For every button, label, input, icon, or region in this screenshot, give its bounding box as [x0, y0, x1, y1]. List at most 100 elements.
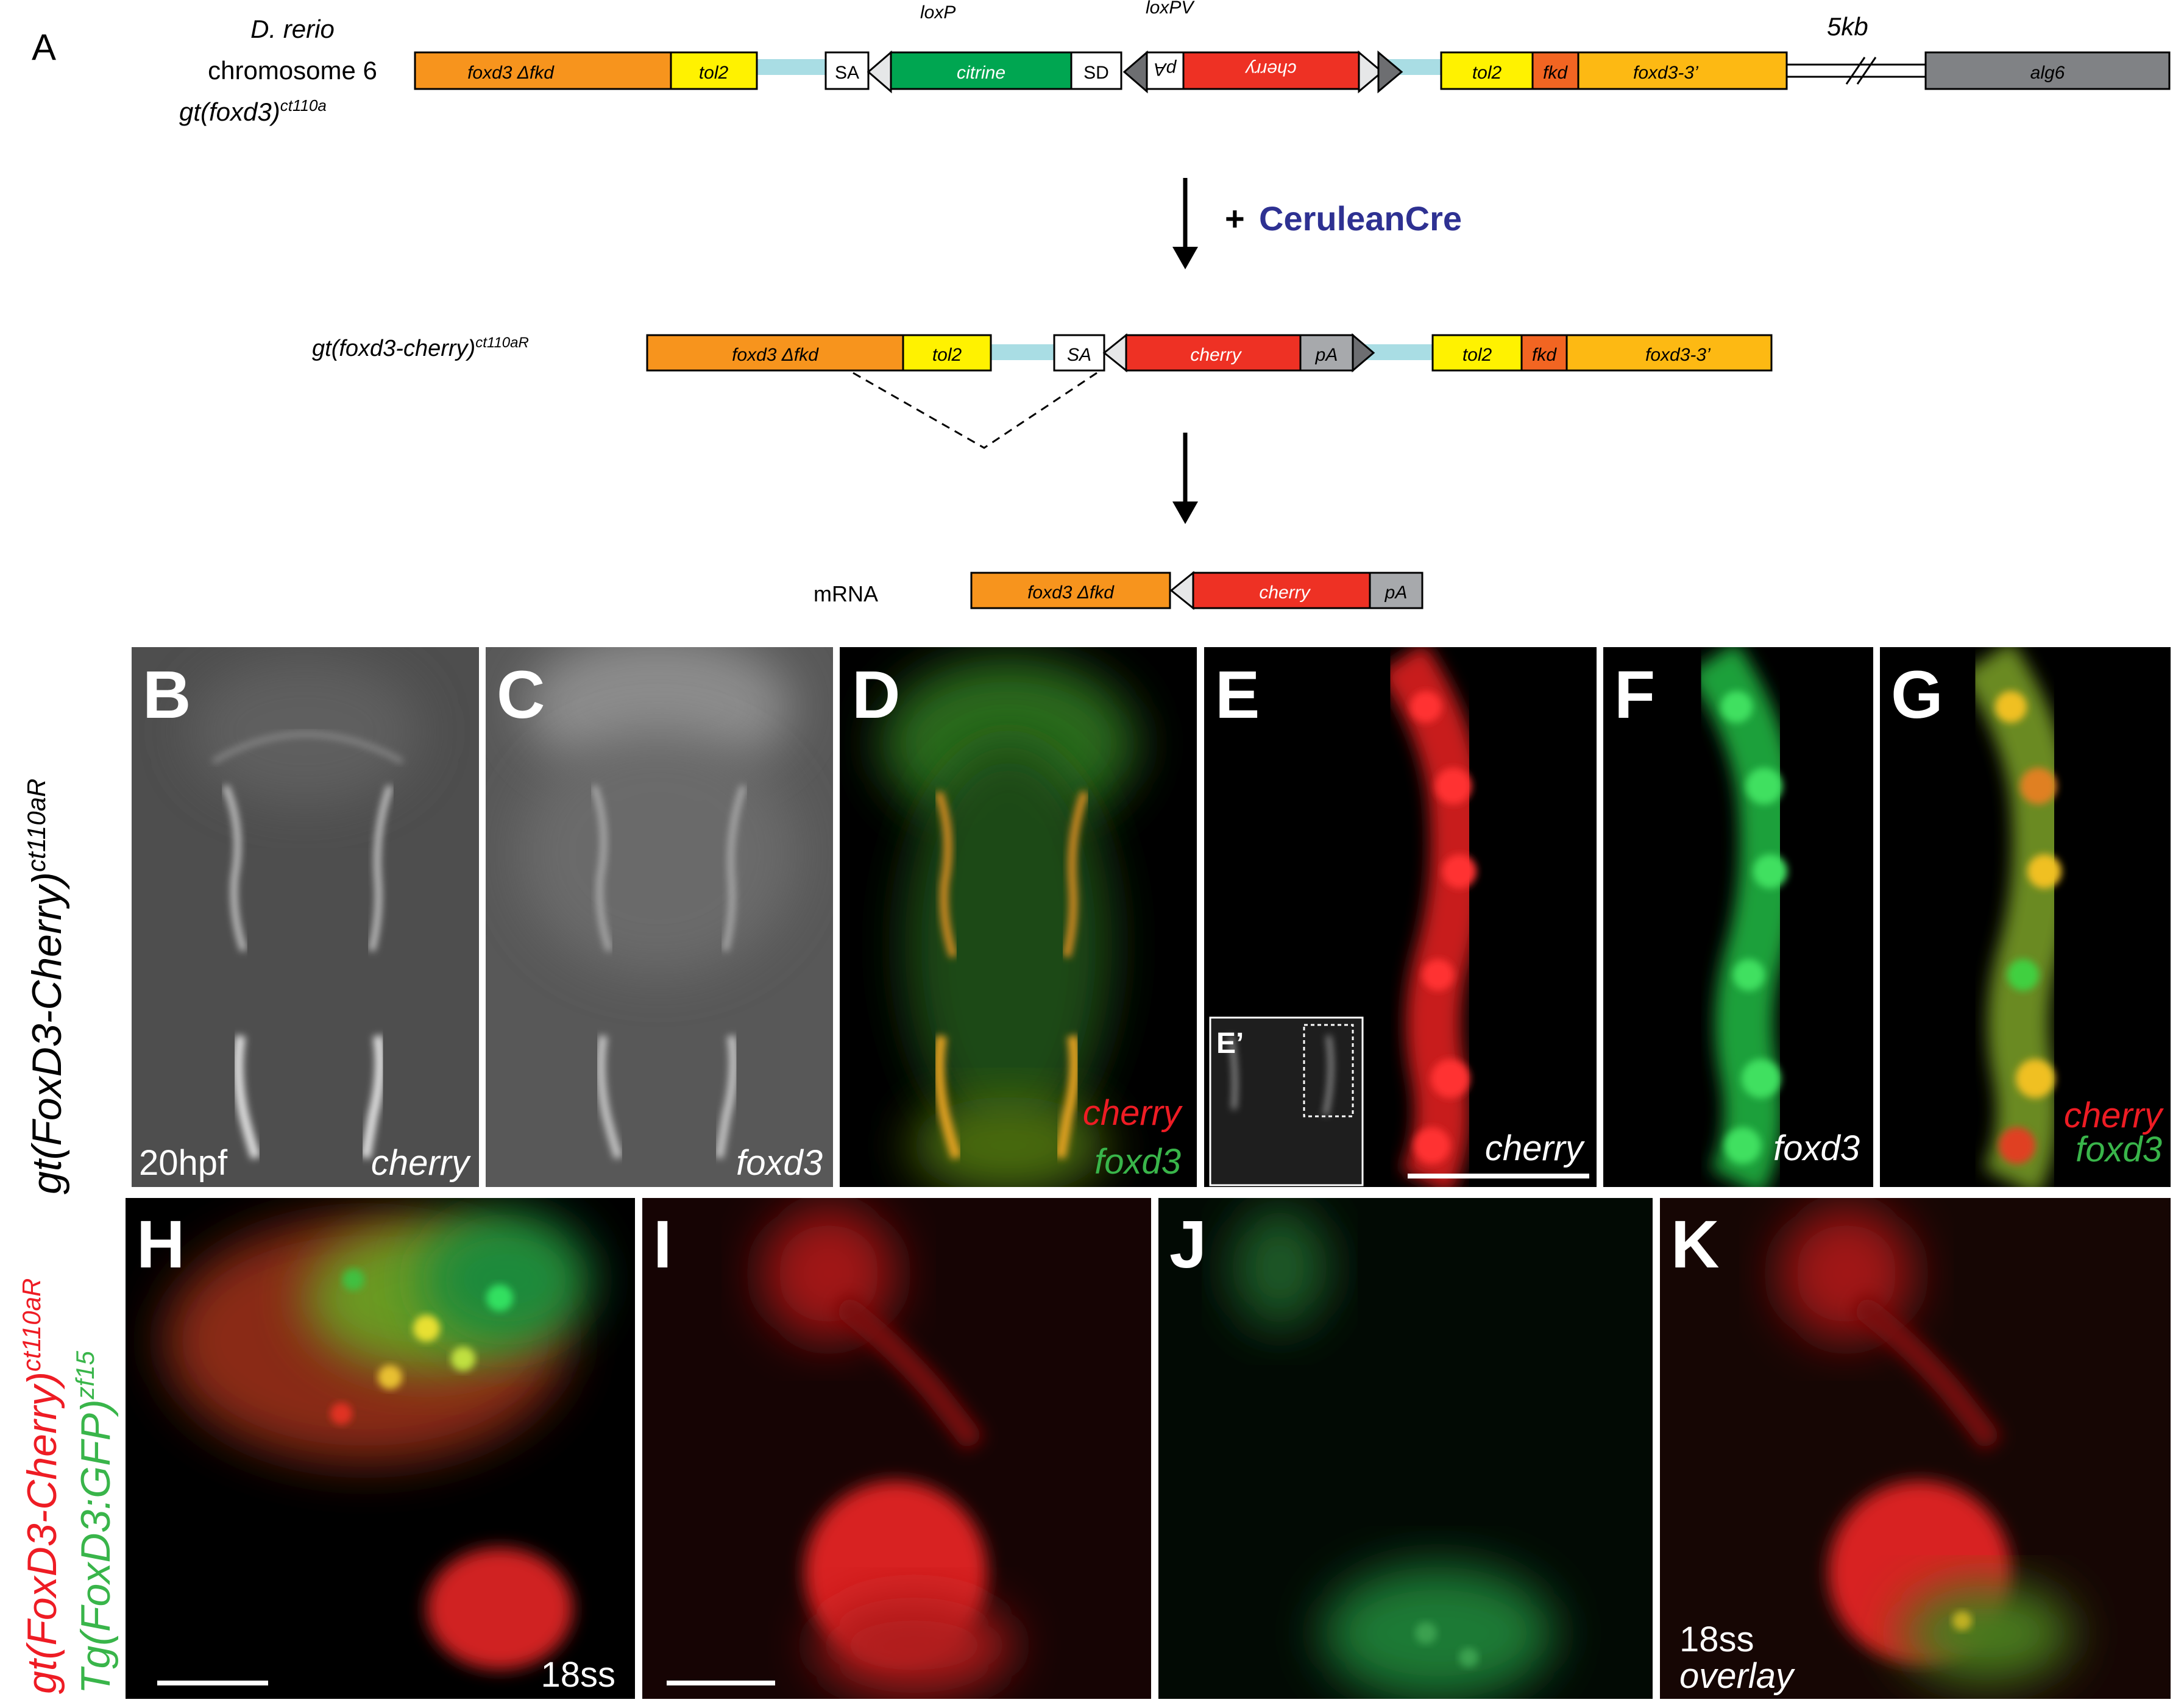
- tol2-label-left: tol2: [699, 63, 729, 83]
- alg6-box: [1924, 51, 2171, 90]
- loxpv-arrow-left: [1122, 50, 1148, 94]
- foxd3-3prime-box: [1577, 51, 1788, 90]
- loxp-label: loxP: [920, 2, 956, 23]
- foxd3-3prime-box-row2: [1565, 334, 1773, 372]
- row-hk-red-genotype-label: gt(FoxD3-Cherry)ct110aR: [17, 1278, 65, 1694]
- cre-plus: +: [1225, 199, 1245, 238]
- chromosome-label: chromosome 6: [208, 56, 377, 85]
- citrine-box: [890, 51, 1072, 90]
- panel-k-letter: K: [1671, 1207, 1719, 1282]
- panel-j-letter: J: [1169, 1207, 1207, 1282]
- panel-k-stage: 18ss: [1679, 1620, 1754, 1659]
- fkd-label-row2: fkd: [1532, 345, 1557, 365]
- foxd3-3prime-label: foxd3-3’: [1633, 63, 1699, 83]
- panel-d-image: [840, 647, 1197, 1187]
- pa-box-row2: [1299, 334, 1354, 372]
- cherry-label-row2: cherry: [1190, 345, 1242, 365]
- foxd3-dfkd-box-mrna: [970, 572, 1171, 609]
- lox-arrow-right-row2: [1352, 333, 1375, 373]
- panel-c-channel: foxd3: [736, 1143, 823, 1183]
- tol2-box-left-row2: [902, 334, 992, 372]
- pa-box-flipped: [1146, 51, 1185, 90]
- species-name: D. rerio: [250, 15, 335, 43]
- foxd3-3prime-label-row2: foxd3-3’: [1645, 345, 1711, 365]
- lox-arrow-row2: [1102, 333, 1127, 373]
- panel-f-letter: F: [1614, 657, 1655, 732]
- tol2-label-left-row2: tol2: [932, 345, 962, 365]
- arrow-1-head: [1172, 247, 1198, 269]
- loxpv-arrow-right: [1377, 50, 1403, 94]
- construct-row2: foxd3 Δfkd tol2 SA cherry pA tol2 fkd fo…: [646, 333, 1773, 449]
- panel-g-letter: G: [1891, 657, 1943, 732]
- panel-h-stage: 18ss: [541, 1655, 615, 1695]
- mrna-label: mRNA: [814, 581, 878, 606]
- panel-e-inset-box: [1303, 1024, 1354, 1118]
- cherry-label-mrna: cherry: [1259, 583, 1311, 603]
- panel-c-image: [486, 647, 833, 1187]
- panel-i-letter: I: [653, 1207, 672, 1282]
- foxd3-dfkd-label-row2: foxd3 Δfkd: [732, 345, 819, 365]
- row-hk-green-genotype-label: Tg(FoxD3:GFP)zf15: [71, 1350, 119, 1694]
- allele-label-row1: gt(foxd3)ct110a: [179, 96, 327, 126]
- sa-box: [824, 51, 870, 90]
- cre-name: CeruleanCre: [1259, 199, 1462, 238]
- loxp-arrow-right: [1358, 50, 1384, 94]
- panel-a-letter: A: [32, 27, 56, 68]
- panel-d-letter: D: [852, 657, 900, 732]
- pa-box-mrna: [1369, 572, 1424, 609]
- panel-e-letter: E: [1215, 657, 1260, 732]
- pa-label-row2: pA: [1315, 345, 1338, 365]
- pa-label-flipped: pA: [1154, 59, 1177, 79]
- panel-b-letter: B: [143, 657, 191, 732]
- pa-label-mrna: pA: [1384, 583, 1408, 603]
- sa-label: SA: [835, 63, 859, 83]
- citrine-label: citrine: [957, 63, 1005, 83]
- lox-arrow-mrna: [1169, 570, 1194, 611]
- foxd3-dfkd-box-row2: [646, 334, 904, 372]
- cherry-label-flipped: cherry: [1244, 59, 1296, 79]
- panel-e-inset-letter: E’: [1216, 1027, 1244, 1060]
- panel-i-image: [642, 1198, 1151, 1699]
- panel-g-image: [1880, 647, 2171, 1187]
- row-bg-genotype-label: gt(FoxD3-Cherry)ct110aR: [22, 779, 70, 1194]
- alg6-label: alg6: [2030, 63, 2065, 83]
- loxp-arrow: [867, 50, 892, 94]
- panel-c-letter: C: [497, 657, 545, 732]
- panel-d-channel-green: foxd3: [1094, 1142, 1181, 1182]
- panel-f-image: [1603, 647, 1873, 1187]
- panel-k-image: [1660, 1198, 2171, 1699]
- tol2-box-left: [670, 51, 758, 90]
- tol2-box-right-row2: [1431, 334, 1523, 372]
- gap-break-2: [1856, 57, 1877, 85]
- panel-j-image: [1158, 1198, 1653, 1699]
- panel-h-image: [126, 1198, 635, 1699]
- arrow-2-head: [1172, 501, 1198, 524]
- foxd3-dfkd-label: foxd3 Δfkd: [467, 63, 555, 83]
- foxd3-dfkd-label-mrna: foxd3 Δfkd: [1027, 583, 1115, 603]
- panel-g-channel-red: cherry: [2064, 1096, 2164, 1135]
- fkd-label: fkd: [1543, 63, 1568, 83]
- panel-b-stage: 20hpf: [139, 1143, 228, 1183]
- tol2-label-right: tol2: [1472, 63, 1502, 83]
- tol2-label-right-row2: tol2: [1462, 345, 1492, 365]
- cherry-box-mrna: [1192, 572, 1371, 609]
- allele-label-row2: gt(foxd3-cherry)ct110aR: [312, 335, 529, 361]
- gap-5kb-label: 5kb: [1827, 12, 1868, 41]
- sa-box-row2: [1053, 334, 1105, 372]
- panel-k-overlay: overlay: [1679, 1656, 1795, 1696]
- panel-b-image: [132, 647, 479, 1187]
- panel-b-channel: cherry: [371, 1143, 471, 1183]
- panel-g-channel-green: foxd3: [2076, 1130, 2162, 1169]
- construct-row1: foxd3 Δfkd tol2 SA loxP citrine SD loxPV…: [414, 0, 2171, 94]
- sd-box: [1070, 51, 1122, 90]
- splice-line: [853, 372, 1097, 449]
- gap-break-1: [1845, 57, 1866, 85]
- sa-label-row2: SA: [1067, 345, 1091, 365]
- loxpv-label: loxPV: [1146, 0, 1195, 18]
- panel-d-channel-red: cherry: [1083, 1093, 1183, 1133]
- cherry-box-row2: [1125, 334, 1302, 372]
- panel-h-letter: H: [136, 1207, 185, 1282]
- construct-row3: foxd3 Δfkd cherry pA: [970, 570, 1424, 611]
- panel-e-channel: cherry: [1485, 1129, 1585, 1168]
